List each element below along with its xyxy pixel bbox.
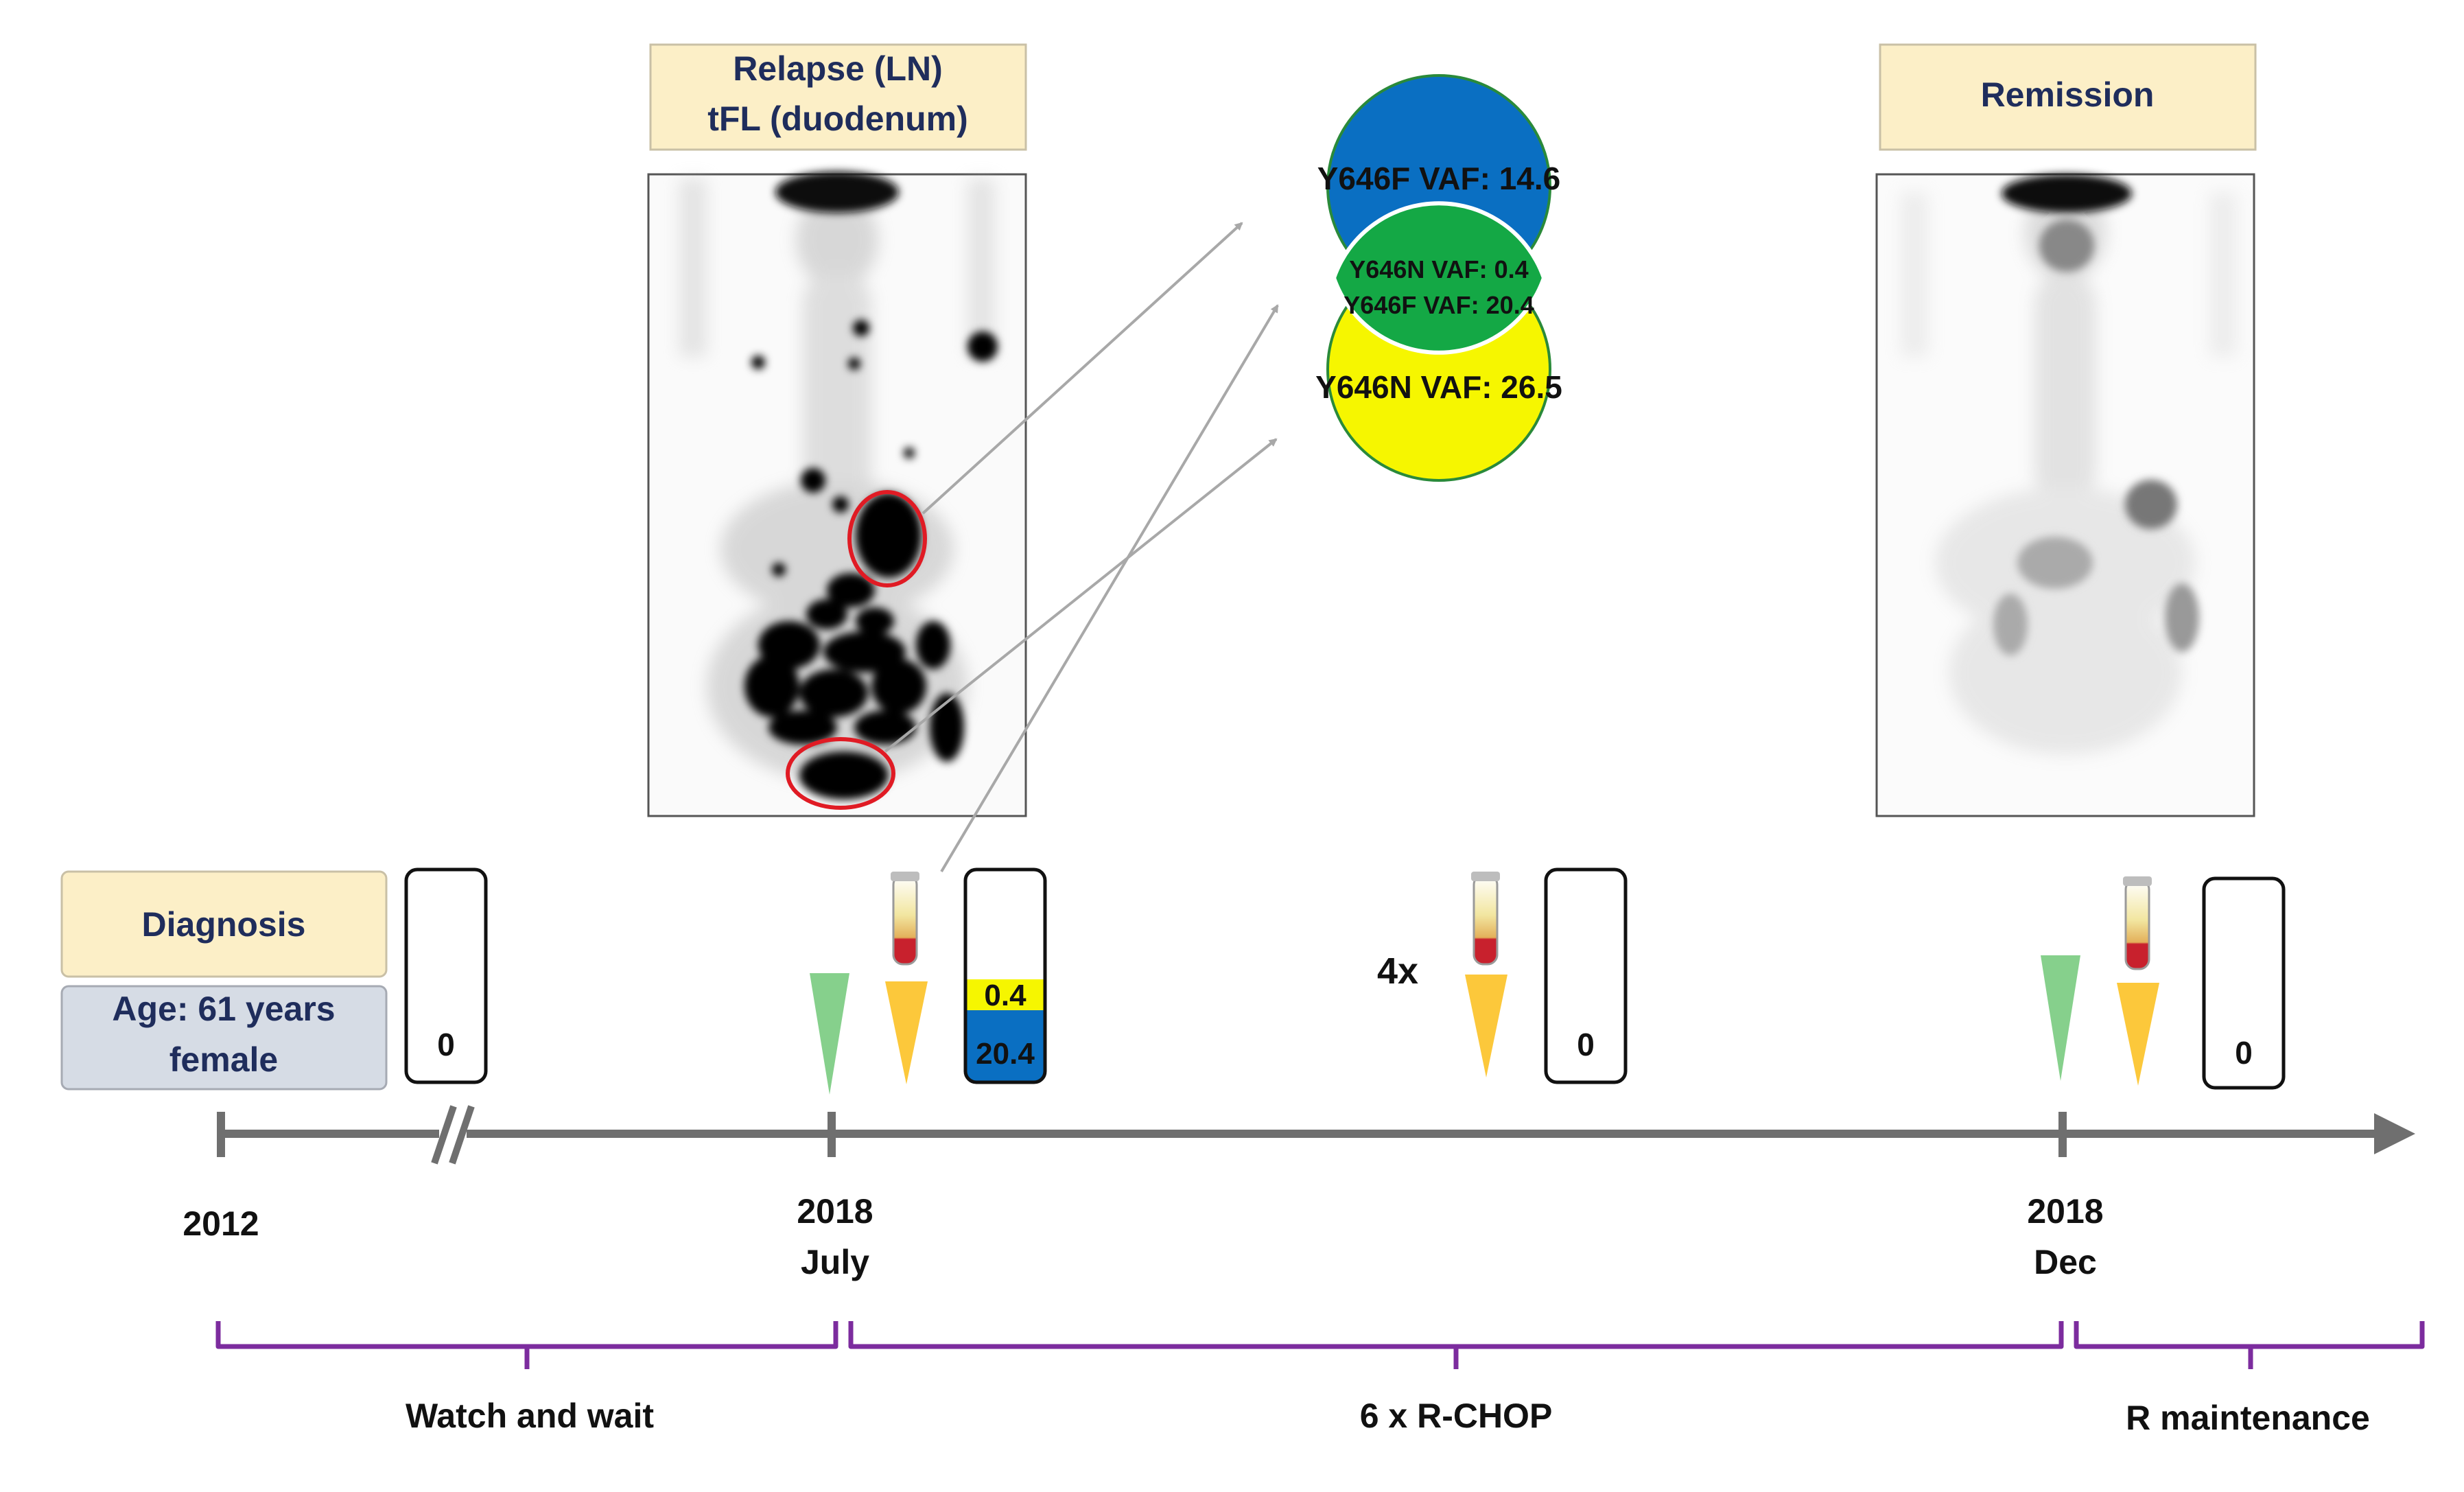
vaf-tube-remission: 0: [2202, 876, 2286, 1090]
pet-scan-relapse: [647, 172, 1027, 817]
year-label-2018-dec: 2018: [2027, 1192, 2103, 1231]
year-label-2012: 2012: [183, 1204, 259, 1243]
lesion-circle-upper: [847, 490, 927, 587]
remission-box: Remission: [1879, 43, 2257, 151]
vaf-value-remission: 0: [2235, 1035, 2253, 1071]
brace-r-chop: [848, 1321, 2064, 1369]
pet-marker-triangle-july: [810, 973, 849, 1095]
sample-triangle-july: [885, 981, 928, 1084]
venn-overlap-line1: Y646N VAF: 0.4: [1349, 255, 1528, 283]
timeline-axis: [217, 1105, 2415, 1165]
arrow-lesion-to-y646n: [884, 438, 1278, 753]
venn-top-label: Y646F VAF: 14.6: [1317, 161, 1561, 196]
vaf-value-midtreatment: 0: [1577, 1027, 1595, 1062]
venn-overlap-line2: Y646F VAF: 20.4: [1344, 291, 1534, 319]
connector-arrows: [884, 222, 1279, 873]
timeline-arrowhead: [2374, 1113, 2415, 1154]
blood-tube-icon-relapse: [891, 872, 919, 966]
patient-age: Age: 61 years: [112, 990, 335, 1028]
month-label-july: July: [801, 1243, 869, 1281]
relapse-subtitle: tFL (duodenum): [707, 100, 968, 138]
phase-braces: [215, 1321, 2425, 1369]
diagnosis-box: Diagnosis: [60, 870, 388, 978]
pet-scan-remission: [1875, 173, 2255, 817]
blood-tube-icon-remission: [2123, 876, 2152, 970]
lesion-circle-lower: [786, 737, 895, 810]
brace-r-maintenance: [2074, 1321, 2425, 1369]
year-label-2018-july: 2018: [797, 1192, 873, 1231]
relapse-box: Relapse (LN) tFL (duodenum): [649, 43, 1027, 151]
venn-overlap: [1331, 201, 1547, 355]
brace-watch-and-wait: [215, 1321, 838, 1369]
sample-triangle-midtreatment: [1465, 975, 1507, 1077]
month-label-dec: Dec: [2034, 1243, 2097, 1281]
vaf-value-y646f: 20.4: [976, 1037, 1035, 1071]
timeline-break: [431, 1105, 475, 1165]
venn-diagram: Y646F VAF: 14.6 Y646N VAF: 0.4 Y646F VAF…: [1315, 74, 1562, 482]
sample-triangle-dec: [2117, 983, 2159, 1086]
cycle-count-label: 4x: [1377, 951, 1418, 992]
vaf-value-y646n: 0.4: [984, 979, 1026, 1012]
vaf-tube-midtreatment: 0: [1544, 867, 1628, 1084]
relapse-title: Relapse (LN): [733, 49, 943, 88]
vaf-tube-relapse: 0.4 20.4: [963, 867, 1047, 1084]
arrow-lesion-to-y646f: [922, 222, 1243, 515]
phase-label-r-chop: 6 x R-CHOP: [1360, 1397, 1553, 1435]
vaf-value-diagnosis: 0: [437, 1027, 455, 1062]
venn-bottom-label: Y646N VAF: 26.5: [1315, 369, 1562, 405]
phase-label-watch-and-wait: Watch and wait: [406, 1397, 654, 1435]
patient-info-box: Age: 61 years female: [60, 985, 388, 1091]
phase-label-r-maintenance: R maintenance: [2126, 1399, 2370, 1437]
vaf-tube-diagnosis: 0: [404, 867, 488, 1084]
patient-sex: female: [169, 1040, 278, 1079]
blood-tube-icon-midtreatment: [1471, 872, 1500, 966]
remission-title: Remission: [1981, 75, 2155, 114]
arrow-blood-to-overlap: [940, 304, 1279, 873]
pet-marker-triangle-dec: [2041, 955, 2080, 1081]
diagnosis-title: Diagnosis: [142, 905, 306, 944]
